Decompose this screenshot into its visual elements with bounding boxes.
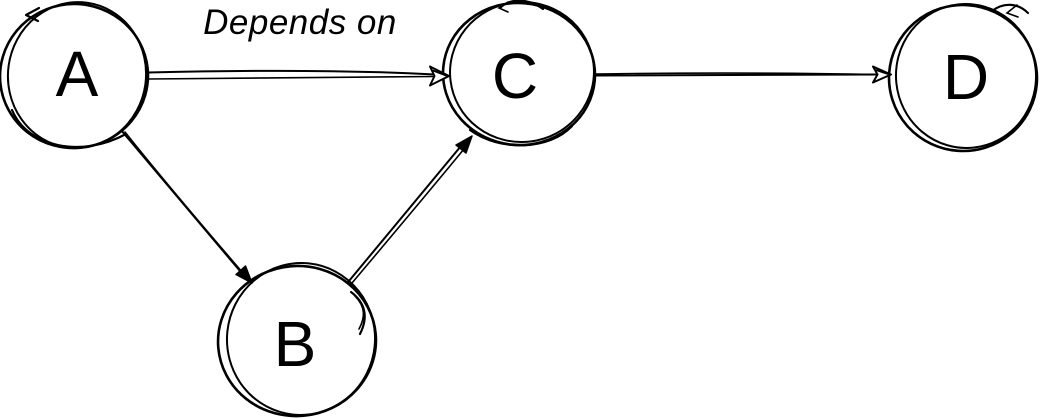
edge-a-b-line-2	[124, 131, 244, 274]
node-a-label: A	[56, 38, 99, 110]
edge-c-d-line	[595, 73, 879, 77]
node-d-label: D	[943, 41, 989, 113]
edge-a-c-label: Depends on	[203, 3, 397, 42]
node-a-bottom-squiggle	[10, 108, 128, 149]
node-b-circle-overstroke	[225, 262, 377, 416]
node-c-circle-overstroke	[449, 0, 595, 144]
edge-a-c-line-2	[147, 75, 436, 80]
node-d-circle-overstroke	[894, 3, 1038, 149]
node-a-pen-tick-icon	[24, 6, 41, 23]
edge-b-c-line	[343, 145, 462, 288]
node-b: B	[216, 262, 378, 418]
node-c-label: C	[492, 40, 538, 112]
edge-a-c-arrowhead-tick	[432, 69, 447, 77]
edge-c-d-line-2	[595, 72, 879, 76]
node-b-side-squiggle-2	[354, 295, 365, 330]
node-a: A	[0, 1, 150, 150]
node-c-bottom-squiggle	[468, 124, 574, 147]
edge-a-c	[147, 69, 436, 80]
edge-a-c-line	[147, 69, 436, 76]
edge-a-b-arrowhead-icon	[235, 265, 253, 284]
node-d-top-squiggle	[990, 3, 1030, 15]
node-c: C	[441, 0, 597, 147]
arrowheads	[235, 65, 892, 284]
node-d-pen-tick-icon	[1005, 4, 1019, 18]
edge-c-d	[595, 72, 879, 77]
edge-b-c	[343, 145, 465, 290]
edge-c-d-arrowhead-tick	[875, 69, 889, 75]
edge-a-b	[120, 129, 244, 274]
node-c-pen-tick-icon	[497, 1, 509, 13]
edge-b-c-arrowhead-icon	[455, 135, 473, 154]
node-d: D	[887, 3, 1039, 153]
edge-b-c-line-2	[346, 148, 465, 290]
node-b-label: B	[274, 308, 317, 380]
